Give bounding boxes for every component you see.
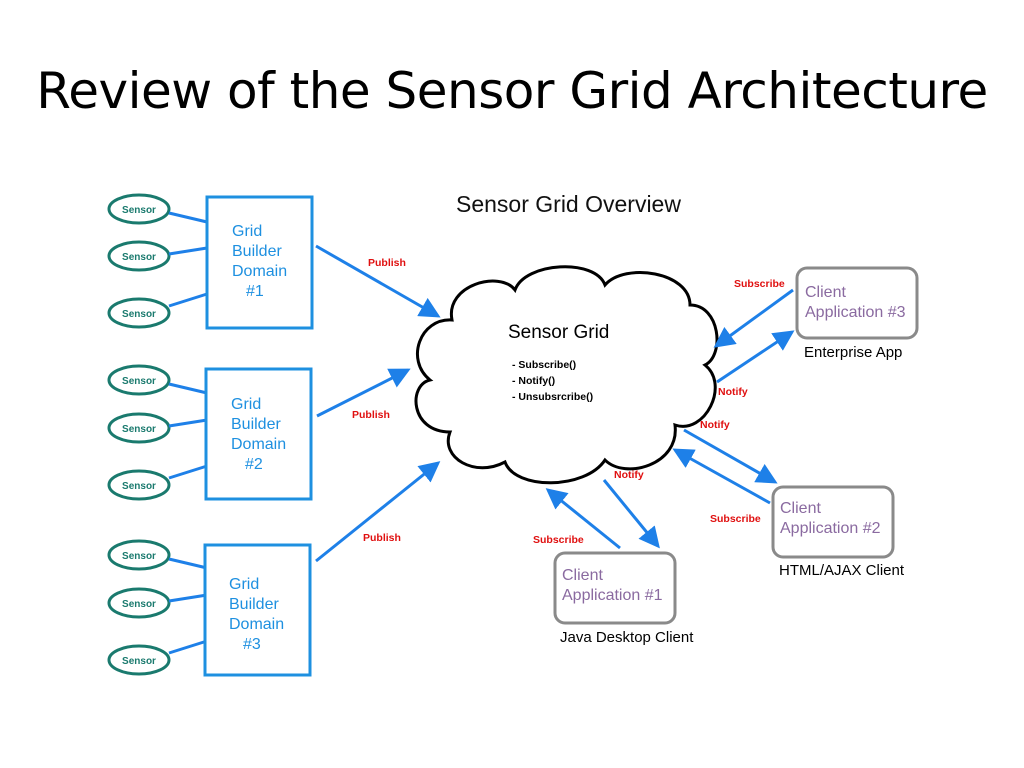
domain-label-line: Grid	[232, 223, 262, 240]
sensor-connector	[168, 418, 208, 428]
domain-label-line: #1	[246, 283, 264, 300]
subscribe-arrow-1	[545, 488, 621, 550]
sensor-group-2: Sensor Sensor Sensor	[107, 364, 171, 501]
domain-label-line: Grid	[231, 396, 261, 413]
sensor-node	[107, 587, 171, 619]
grid-builder-domain-3: Grid Builder Domain #3	[203, 543, 312, 677]
sensor-group-3: Sensor Sensor Sensor	[107, 539, 171, 676]
sensor-connectors	[168, 211, 208, 655]
sensor-connector	[168, 639, 208, 655]
sensor-grid-cloud: Sensor Grid - Subscribe() - Notify() - U…	[414, 265, 719, 485]
sensor-label: Sensor	[122, 309, 156, 320]
cloud-method: - Subscribe()	[512, 359, 576, 371]
grid-builder-domain-1: Grid Builder Domain #1	[205, 195, 314, 330]
client-caption: Enterprise App	[804, 344, 902, 361]
domain-box	[204, 367, 313, 501]
cloud-title: Sensor Grid	[508, 322, 609, 343]
sensor-connector	[168, 382, 208, 395]
subscribe-label-3: Subscribe	[734, 278, 785, 290]
sensor-connector	[168, 246, 208, 256]
domain-label-line: Builder	[231, 416, 281, 433]
notify-label-3: Notify	[718, 386, 748, 398]
domain-label-line: #3	[243, 636, 261, 653]
sensor-connector	[168, 557, 208, 570]
publish-arrow-3	[315, 461, 441, 563]
sensor-label: Sensor	[122, 376, 156, 387]
domain-label-line: Grid	[229, 576, 259, 593]
client-application-2: Client Application #2 HTML/AJAX Client	[771, 485, 905, 579]
client-label-line: Application #2	[780, 520, 881, 537]
client-label-line: Client	[805, 284, 846, 301]
domain-label-line: Domain	[232, 263, 287, 280]
client-label-line: Application #1	[562, 587, 663, 604]
client-box	[771, 485, 895, 559]
notify-arrow-3	[716, 330, 795, 384]
grid-builder-domain-2: Grid Builder Domain #2	[204, 367, 313, 501]
sensor-label: Sensor	[122, 656, 156, 667]
cloud-shape	[414, 265, 719, 485]
client-application-3: Client Application #3 Enterprise App	[795, 266, 919, 361]
sensor-node	[107, 193, 171, 225]
publish-arrows	[315, 244, 441, 563]
slide-title: Review of the Sensor Grid Architecture	[36, 62, 988, 120]
client-application-1: Client Application #1 Java Desktop Clien…	[553, 551, 694, 646]
notify-label-1: Notify	[614, 469, 644, 481]
client-box	[795, 266, 919, 340]
cloud-method: - Unsubsrcribe()	[512, 391, 593, 403]
sensor-group-1: Sensor Sensor Sensor	[107, 193, 171, 329]
sensor-label: Sensor	[122, 599, 156, 610]
sensor-label: Sensor	[122, 252, 156, 263]
publish-arrow-1	[315, 244, 441, 318]
sensor-connector	[168, 593, 208, 603]
client-label-line: Client	[562, 567, 603, 584]
sensor-label: Sensor	[122, 205, 156, 216]
sensor-node	[107, 240, 171, 272]
subscribe-label-2: Subscribe	[710, 513, 761, 525]
sensor-label: Sensor	[122, 424, 156, 435]
sensor-node	[107, 469, 171, 501]
client-caption: Java Desktop Client	[560, 629, 694, 646]
domain-label-line: Domain	[231, 436, 286, 453]
publish-label-3: Publish	[363, 532, 401, 544]
notify-label-2: Notify	[700, 419, 730, 431]
domain-label-line: #2	[245, 456, 263, 473]
sensor-connector	[168, 464, 208, 480]
overview-title: Sensor Grid Overview	[456, 191, 681, 217]
notify-arrow-2	[683, 428, 778, 484]
sensor-node	[107, 364, 171, 396]
sensor-node	[107, 297, 171, 329]
sensor-node	[107, 539, 171, 571]
domain-box	[205, 195, 314, 330]
client-box	[553, 551, 677, 625]
subscribe-label-1: Subscribe	[533, 534, 584, 546]
domain-box	[203, 543, 312, 677]
subscribe-arrow-2	[672, 448, 771, 505]
sensor-label: Sensor	[122, 481, 156, 492]
notify-arrow-1	[602, 479, 660, 549]
sensor-connector	[168, 211, 208, 224]
publish-label-2: Publish	[352, 409, 390, 421]
cloud-method: - Notify()	[512, 375, 555, 387]
domain-label-line: Domain	[229, 616, 284, 633]
client-label-line: Client	[780, 500, 821, 517]
subscribe-arrow-3	[713, 288, 794, 348]
domain-label-line: Builder	[229, 596, 279, 613]
client-caption: HTML/AJAX Client	[779, 562, 905, 579]
sensor-label: Sensor	[122, 551, 156, 562]
domain-label-line: Builder	[232, 243, 282, 260]
sensor-connector	[168, 292, 208, 308]
client-arrows	[545, 288, 795, 550]
publish-label-1: Publish	[368, 257, 406, 269]
sensor-node	[107, 412, 171, 444]
client-label-line: Application #3	[805, 304, 906, 321]
sensor-node	[107, 644, 171, 676]
publish-arrow-2	[316, 368, 411, 418]
